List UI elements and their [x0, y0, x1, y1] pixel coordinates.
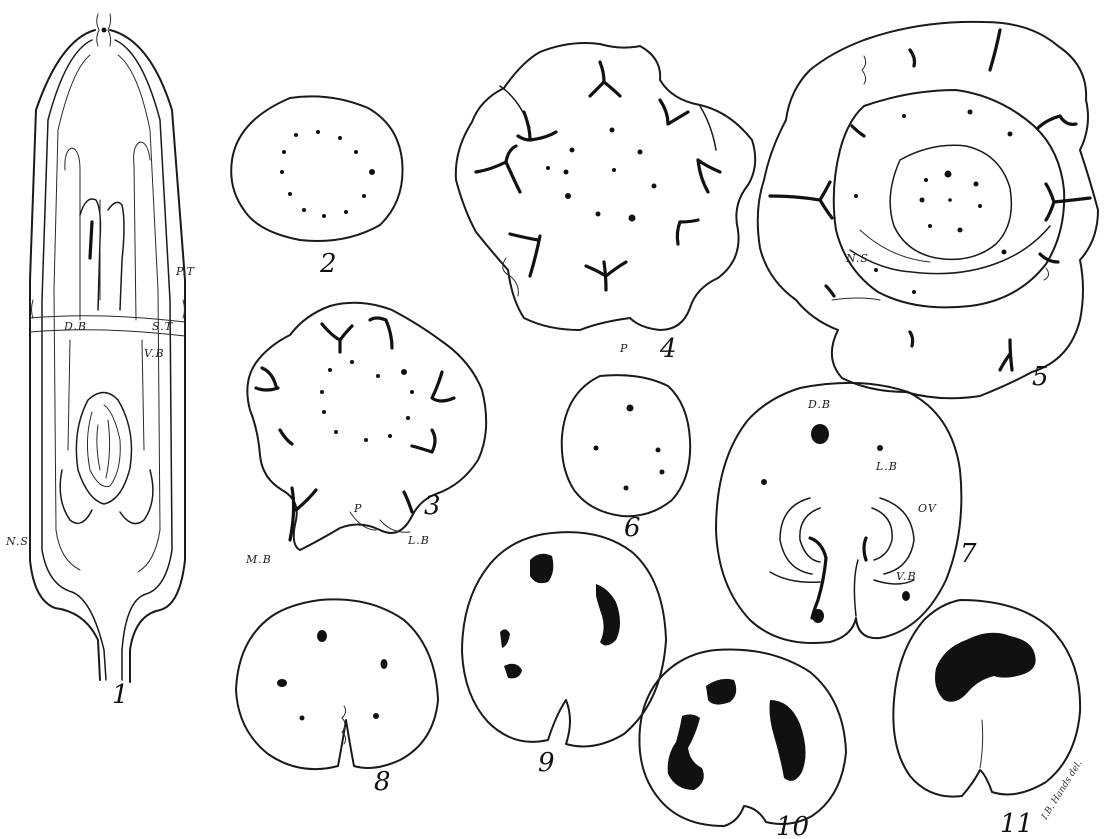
figure-4-cross-section: [456, 43, 755, 330]
fig1-label-pt: P.T: [175, 265, 196, 278]
figure-5-number: 5: [1032, 362, 1049, 392]
fig5-label-ns: N.S: [845, 252, 869, 265]
fig7-label-ov: OV: [918, 502, 937, 515]
fig1-label-ns: N.S: [5, 535, 29, 548]
fig4-label-p: P: [619, 342, 628, 355]
figure-10-cross-section: [639, 649, 846, 826]
artist-signature: I.B. Hands del.: [1040, 759, 1085, 823]
figure-8-cross-section: [236, 599, 438, 769]
fig7-label-vb: V.B: [896, 570, 917, 583]
figure-6-cross-section: [562, 375, 690, 516]
fig7-label-db: D.B: [807, 398, 831, 411]
figure-11-number: 11: [1000, 809, 1033, 839]
figure-10-number: 10: [776, 812, 809, 839]
figure-3-cross-section: [247, 303, 486, 550]
fig3-label-lb: L.B: [407, 534, 430, 547]
figure-1-number: 1: [112, 680, 129, 710]
fig3-label-p: P: [353, 502, 362, 515]
figure-9-number: 9: [538, 748, 555, 778]
fig7-label-lb: L.B: [875, 460, 898, 473]
fig1-label-vb: V.B: [144, 347, 165, 360]
figure-8-number: 8: [374, 767, 391, 797]
fig1-label-st: S.T: [152, 320, 174, 333]
figure-2-cross-section: [231, 96, 402, 241]
figure-4-number: 4: [659, 334, 677, 364]
fig1-label-db: D.B: [63, 320, 87, 333]
figure-2-number: 2: [319, 249, 337, 279]
figure-7-number: 7: [960, 539, 977, 569]
figure-6-number: 6: [624, 513, 641, 543]
figure-9-cross-section: [462, 532, 666, 746]
figure-11-cross-section: [893, 600, 1080, 797]
fig3-label-mb: M.B: [245, 553, 272, 566]
figure-5-cross-section: [758, 22, 1098, 398]
figure-3-number: 3: [424, 491, 441, 521]
